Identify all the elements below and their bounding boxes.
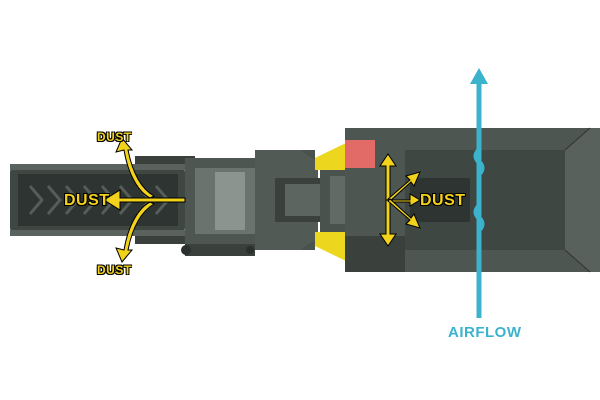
airflow-label: AIRFLOW	[448, 324, 522, 341]
dust-label-top: DUST	[97, 130, 132, 144]
hopper	[345, 127, 600, 273]
dust-label-hopper: DUST	[420, 192, 466, 209]
airflow-arrow	[470, 68, 488, 318]
yellow-caps	[315, 142, 348, 262]
dust-arrows-left	[103, 137, 186, 263]
dust-label-bottom: DUST	[97, 263, 132, 277]
dust-arrows-right	[379, 153, 421, 247]
dust-label-conveyor: DUST	[64, 192, 110, 209]
